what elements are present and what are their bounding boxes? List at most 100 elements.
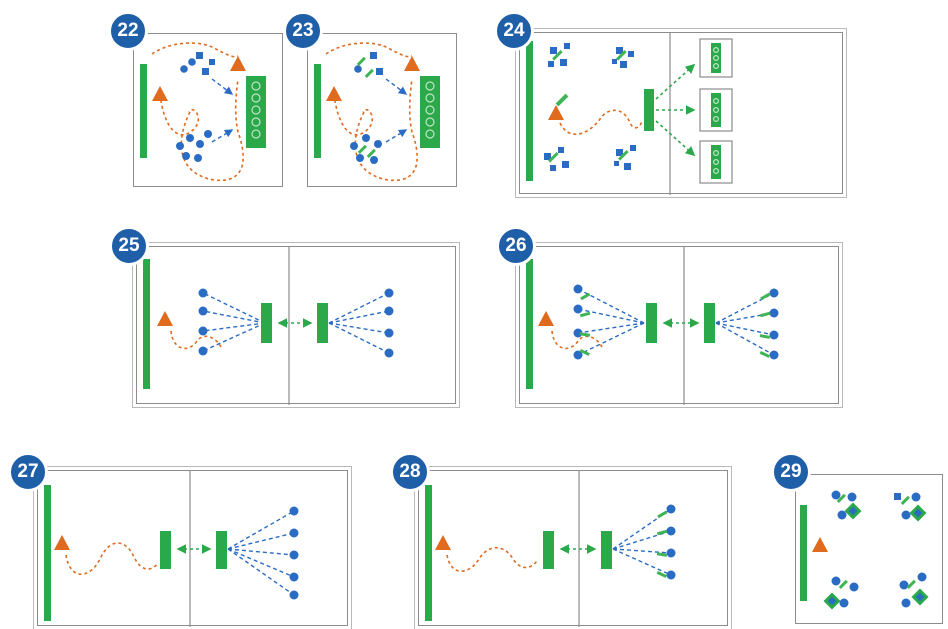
blue-dot xyxy=(196,140,204,148)
blue-dot xyxy=(204,130,212,138)
green-tag xyxy=(579,332,591,337)
green-tower xyxy=(420,76,440,148)
green-bar xyxy=(704,303,715,343)
green-tag xyxy=(759,350,770,358)
green-tag xyxy=(656,570,667,578)
connector-arrow xyxy=(655,120,696,157)
blue-dot xyxy=(188,58,196,66)
triangle-marker xyxy=(538,311,554,326)
green-tag xyxy=(356,56,366,66)
fan-lines xyxy=(715,292,775,356)
diagram-panel-28 xyxy=(414,466,732,629)
dashed-path xyxy=(65,542,159,575)
green-bar xyxy=(143,259,150,389)
green-tag xyxy=(555,93,569,107)
node-cluster xyxy=(894,492,927,522)
connector-arrow xyxy=(211,129,234,143)
fan-lines xyxy=(328,292,390,354)
fan-lines xyxy=(202,292,266,352)
diagram-panel-25 xyxy=(132,242,460,408)
blue-cluster xyxy=(548,43,570,67)
triangle-marker xyxy=(54,535,70,550)
server-box xyxy=(699,38,733,78)
blue-cluster xyxy=(614,145,636,170)
blue-dot xyxy=(370,156,378,164)
diagram-panel-29 xyxy=(795,474,943,624)
blue-dot xyxy=(384,328,394,338)
node-cluster xyxy=(899,572,929,608)
blue-dot xyxy=(289,528,299,538)
node-cluster xyxy=(823,576,859,610)
green-bar xyxy=(800,505,807,601)
blue-dot xyxy=(384,306,394,316)
blue-dot xyxy=(198,306,208,316)
triangle-marker xyxy=(404,56,420,71)
dashed-path xyxy=(333,93,373,136)
triangle-marker xyxy=(152,86,168,101)
blue-cluster xyxy=(544,147,569,171)
blue-dot xyxy=(573,284,583,294)
blue-dot xyxy=(573,304,583,314)
green-bar xyxy=(543,531,554,569)
step-number: 25 xyxy=(118,235,140,256)
blue-square xyxy=(370,52,377,59)
green-tag xyxy=(657,510,668,519)
blue-dot xyxy=(194,154,202,162)
blue-dot xyxy=(573,350,583,360)
blue-dot xyxy=(666,526,676,536)
green-tag xyxy=(759,334,771,339)
dashed-path xyxy=(354,78,418,182)
blue-dot xyxy=(666,548,676,558)
blue-dot xyxy=(289,550,299,560)
green-tag xyxy=(760,292,771,301)
blue-dot xyxy=(289,572,299,582)
blue-dot xyxy=(180,65,188,73)
dashed-path xyxy=(180,78,244,182)
blue-dot xyxy=(384,348,394,358)
diagram-22-canvas xyxy=(140,42,266,182)
blue-dot xyxy=(666,570,676,580)
connector-arrow xyxy=(655,63,696,100)
step-number: 29 xyxy=(780,461,802,482)
triangle-marker xyxy=(157,311,173,326)
green-bar xyxy=(526,259,533,389)
diagram-panel-27 xyxy=(33,466,352,629)
server-box xyxy=(699,88,733,132)
blue-dot xyxy=(769,288,779,298)
green-bar xyxy=(160,531,171,569)
blue-dot xyxy=(198,288,208,298)
triangle-marker xyxy=(230,56,246,71)
green-tag xyxy=(656,529,668,536)
step-badge-29: 29 xyxy=(771,452,811,492)
blue-dot xyxy=(182,152,190,160)
diagram-panel-22 xyxy=(133,33,283,187)
blue-dot xyxy=(573,328,583,338)
green-bar xyxy=(44,485,51,621)
green-tag xyxy=(656,552,668,557)
step-number: 27 xyxy=(17,461,39,482)
blue-square xyxy=(209,59,215,65)
diagram-27-canvas xyxy=(44,471,299,627)
diagram-29-canvas xyxy=(800,490,929,610)
diagram-26-canvas xyxy=(526,247,779,405)
dashed-path xyxy=(559,109,643,136)
dashed-path xyxy=(325,42,413,58)
diagram-24-canvas xyxy=(526,33,733,195)
dashed-path xyxy=(170,330,222,350)
green-bar xyxy=(425,485,432,621)
blue-dot xyxy=(176,142,184,150)
step-badge-28: 28 xyxy=(390,452,430,492)
diagram-25-canvas xyxy=(143,247,394,405)
blue-cluster xyxy=(612,47,634,68)
blue-dot xyxy=(186,134,194,142)
green-tag xyxy=(364,68,374,78)
blue-dot xyxy=(198,326,208,336)
blue-dot xyxy=(198,346,208,356)
step-badge-22: 22 xyxy=(108,11,148,51)
triangle-marker xyxy=(548,105,564,120)
server-box xyxy=(699,140,733,184)
green-bar xyxy=(644,89,654,131)
dashed-path xyxy=(159,93,199,136)
green-tag xyxy=(579,311,591,318)
diagram-panel-24 xyxy=(515,28,847,198)
